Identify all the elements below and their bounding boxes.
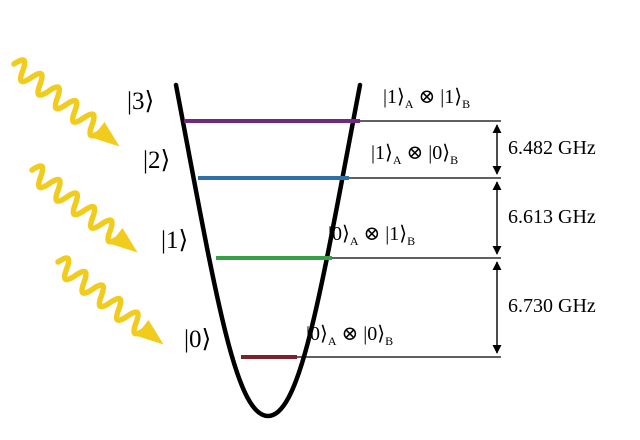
- photon-arrow-2: [29, 163, 138, 253]
- photon-wave-2: [29, 163, 122, 245]
- frequency-label-2-1: 6.613 GHz: [508, 206, 596, 228]
- ket-a: |1⟩: [383, 86, 405, 108]
- product-state-label-3: |1⟩A⊗|1⟩B: [383, 84, 471, 111]
- subscript-b: B: [407, 234, 416, 248]
- product-state-label-0: |0⟩A⊗|0⟩B: [306, 321, 394, 348]
- ket-b: |1⟩: [385, 223, 408, 245]
- ket-b: |1⟩: [440, 86, 463, 108]
- subscript-b: B: [462, 97, 471, 111]
- photon-arrowhead-1: [92, 121, 120, 147]
- subscript-a: A: [327, 334, 337, 348]
- subscript-b: B: [385, 334, 394, 348]
- tensor-product-icon: ⊗: [418, 86, 436, 108]
- tensor-product-icon: ⊗: [341, 323, 359, 345]
- product-state-label-2: |1⟩A ⊗|0⟩B: [371, 140, 459, 167]
- frequency-label-3-2: 6.482 GHz: [508, 137, 596, 159]
- product-state-label-1: |0⟩A ⊗|1⟩B: [328, 221, 416, 248]
- ket-a: |1⟩: [371, 142, 393, 164]
- photon-arrow-3: [55, 255, 164, 345]
- ket-b: |0⟩: [363, 323, 386, 345]
- photon-arrowhead-3: [136, 319, 164, 345]
- tensor-product-icon: ⊗: [363, 223, 381, 245]
- subscript-a: A: [404, 97, 414, 111]
- ket-label-3: |3⟩: [127, 88, 155, 115]
- frequency-label-1-0: 6.730 GHz: [508, 295, 596, 317]
- photon-arrow-1: [11, 57, 120, 147]
- subscript-a: A: [349, 234, 359, 248]
- subscript-b: B: [450, 153, 459, 167]
- photon-wave-3: [55, 255, 148, 337]
- photon-wave-1: [11, 57, 104, 139]
- ket-label-1: |1⟩: [161, 227, 189, 254]
- ket-label-0: |0⟩: [184, 326, 212, 353]
- tensor-product-icon: ⊗: [406, 142, 424, 164]
- potential-well-curve: [173, 82, 363, 419]
- photon-arrowhead-2: [110, 227, 138, 253]
- ket-label-2: |2⟩: [143, 147, 171, 174]
- subscript-a: A: [392, 153, 402, 167]
- ket-a: |0⟩: [306, 323, 328, 345]
- ket-a: |0⟩: [328, 223, 350, 245]
- ket-b: |0⟩: [428, 142, 451, 164]
